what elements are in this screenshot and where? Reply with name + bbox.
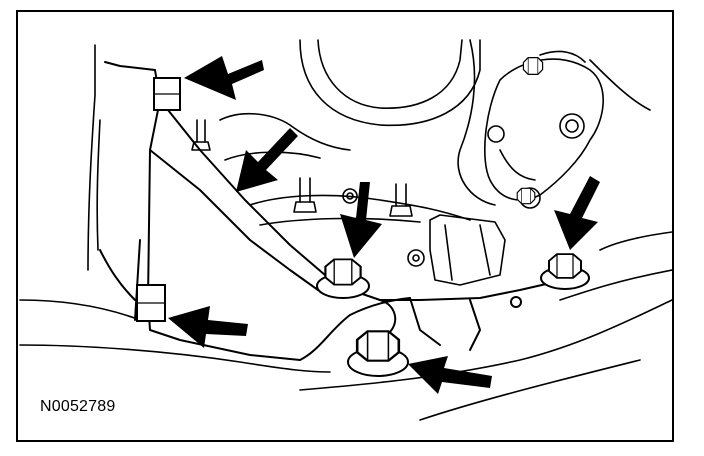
arrow-right-bolt xyxy=(554,176,600,250)
timing-cover xyxy=(484,50,604,209)
bolt-upper-left xyxy=(153,77,181,111)
arrow-lower-left-bolt xyxy=(168,306,248,348)
center-gusset xyxy=(407,214,506,286)
arrow-lower-center-bolt xyxy=(408,356,492,394)
cover-bolts xyxy=(516,56,544,205)
bolt-center xyxy=(316,258,370,299)
arrow-bracket-edge xyxy=(236,128,298,192)
engine-block-outline xyxy=(19,39,672,421)
arrow-center-stud xyxy=(340,182,382,258)
figure-reference-code: N0052789 xyxy=(40,398,116,415)
bolt-lower-center xyxy=(347,329,409,377)
bolt-right xyxy=(540,253,590,290)
arrow-upper-left-bolt xyxy=(184,56,264,100)
studs xyxy=(191,119,413,217)
bolt-lower-left xyxy=(136,284,166,322)
